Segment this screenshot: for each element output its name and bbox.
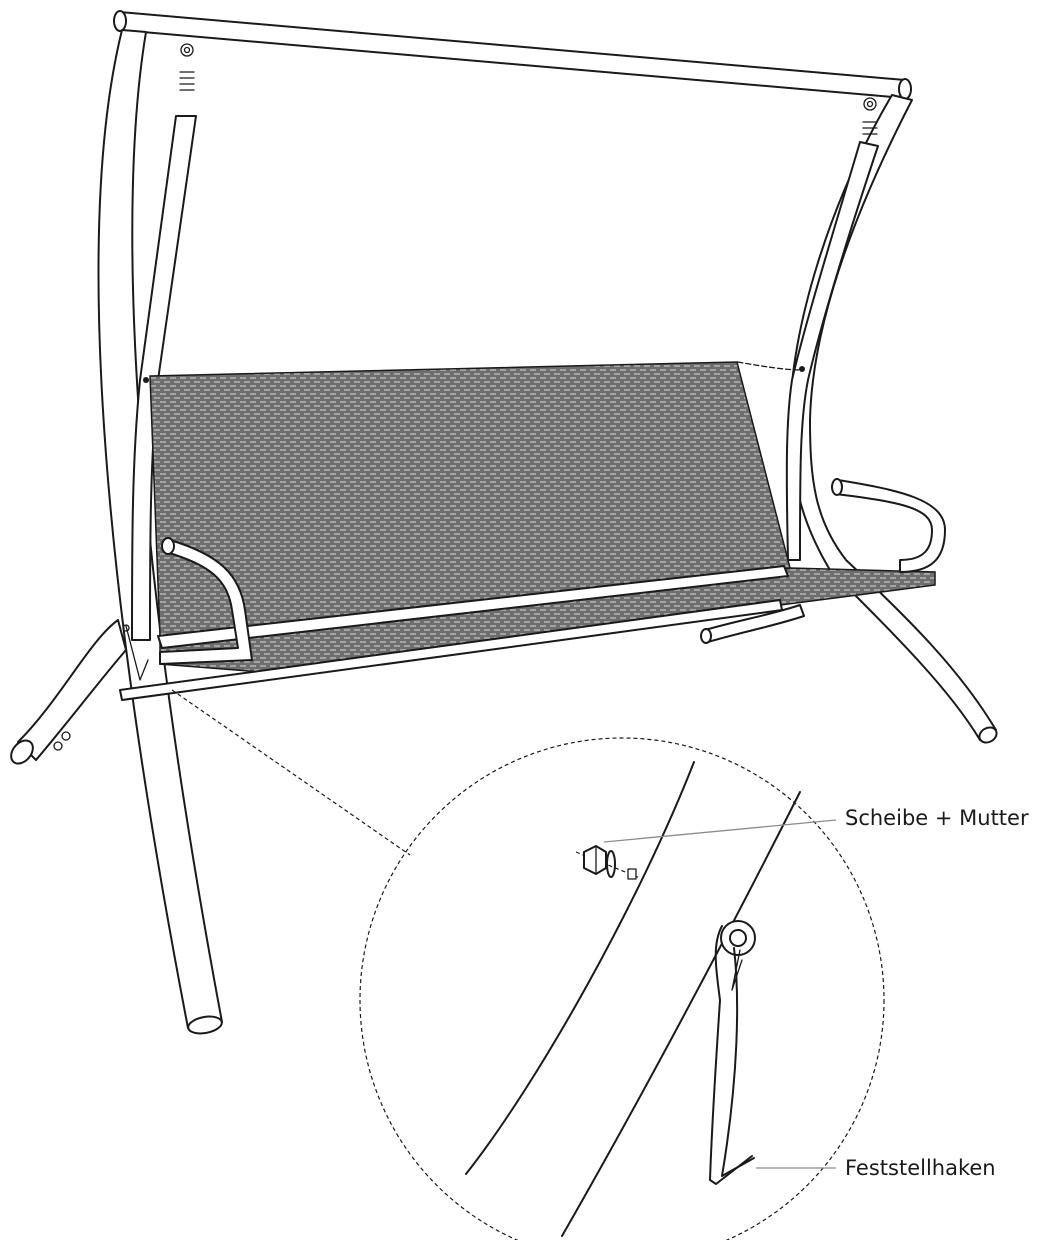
detail-tube-edge-2: [561, 791, 801, 1237]
washer-and-nut: [575, 845, 641, 880]
detail-circle: [359, 737, 885, 1245]
seat-rail: [157, 565, 789, 649]
detail-tube-edge-1: [465, 761, 695, 1175]
leader-washer-nut: [603, 819, 837, 843]
right-armrest: [835, 479, 946, 573]
lock-hook: [709, 920, 756, 1185]
chain: [737, 361, 803, 371]
top-crossbar: [113, 10, 912, 100]
washer-nut-label: Scheibe + Mutter: [845, 806, 1029, 830]
right-frame: [789, 94, 998, 744]
frame-hook-small: [125, 625, 149, 681]
right-lower-arm: [704, 604, 805, 643]
left-frame: [10, 29, 223, 1035]
right-hanger: [143, 97, 879, 561]
callout-connector: [171, 689, 411, 856]
lock-hook-label: Feststellhaken: [845, 1156, 996, 1180]
